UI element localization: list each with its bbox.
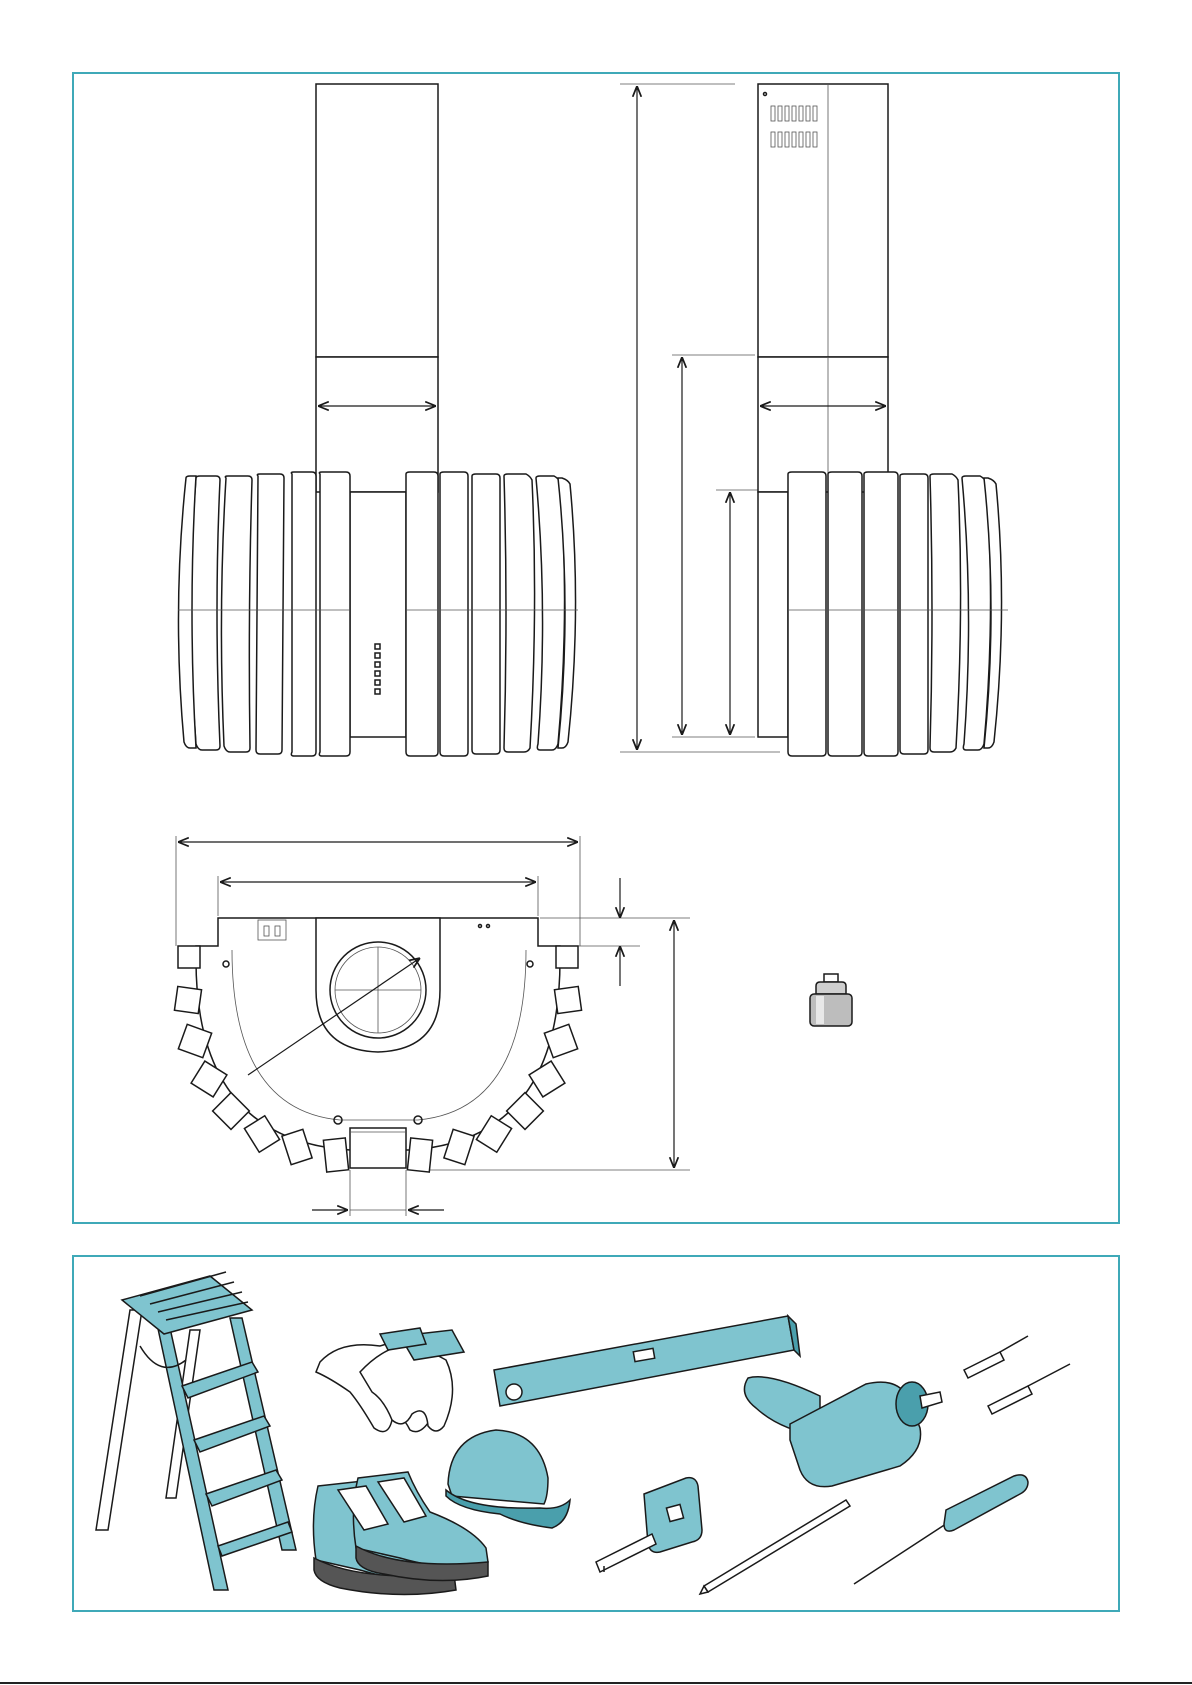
hard-hat-icon (446, 1430, 570, 1528)
screwdriver-icon (854, 1475, 1028, 1584)
gloves-icon (316, 1328, 464, 1432)
side-back-plate (758, 492, 788, 737)
side-chimney-upper (758, 84, 888, 357)
drill-bits-icon (964, 1336, 1070, 1414)
page-footer-line (0, 1682, 1192, 1684)
top-view (174, 836, 690, 1216)
weight-icon (810, 974, 852, 1026)
front-motor-body (350, 492, 406, 737)
front-view (178, 84, 578, 756)
front-ribs-right (406, 472, 578, 756)
side-ribs (788, 472, 1008, 756)
ladder-icon (96, 1272, 296, 1590)
front-ribs-left (178, 472, 350, 756)
side-view (620, 84, 1008, 756)
tape-measure-icon (596, 1478, 702, 1572)
front-chimney-upper (316, 84, 438, 357)
top-front-strip (350, 1128, 406, 1168)
drill-icon (744, 1377, 942, 1487)
pencil-icon (700, 1500, 850, 1594)
